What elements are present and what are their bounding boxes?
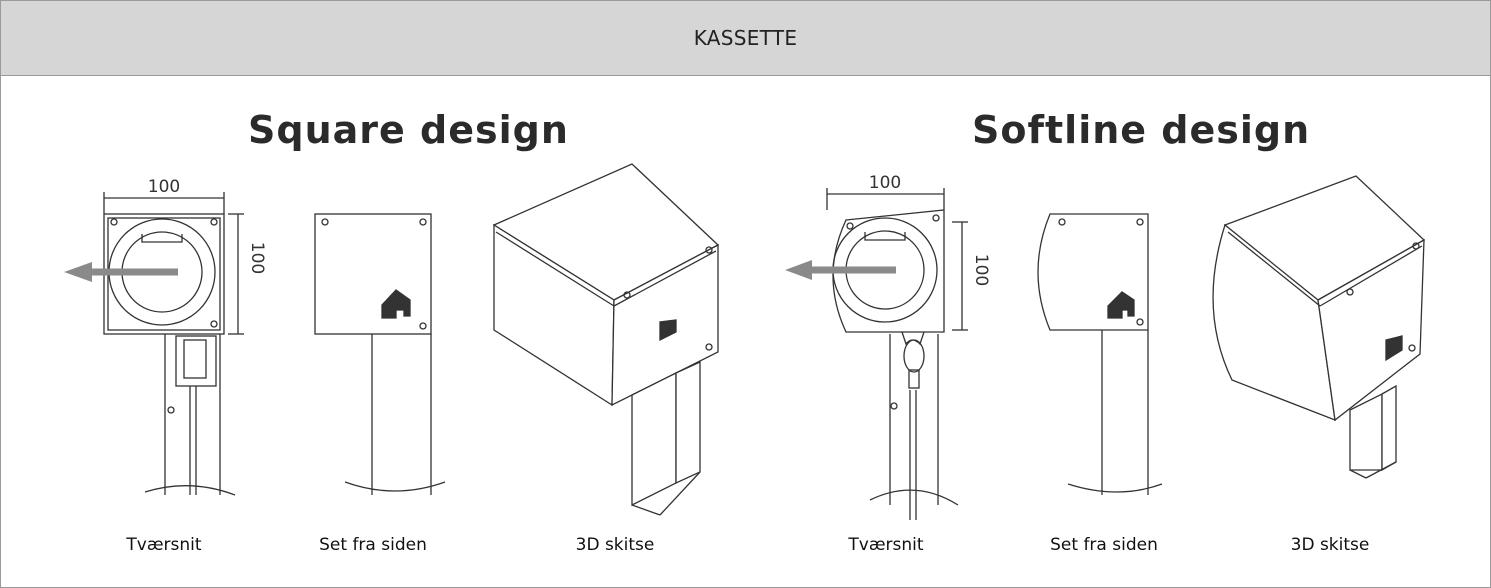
softline-side-view [1037, 213, 1163, 495]
house-logo-icon [381, 289, 411, 319]
softline-width-label: 100 [869, 173, 901, 193]
square-caption-set-fra-siden: Set fra siden [319, 535, 427, 555]
square-width-dimension: 100 [103, 177, 225, 214]
header-title: KASSETTE [693, 26, 798, 50]
softline-direction-arrow [785, 260, 896, 280]
square-side-view [314, 213, 446, 495]
softline-height-dimension: 100 [952, 221, 991, 331]
square-height-label: 100 [247, 242, 267, 274]
softline-caption-tvaersnit: Tværsnit [848, 535, 924, 555]
softline-caption-set-fra-siden: Set fra siden [1050, 535, 1158, 555]
softline-3d-sketch [1212, 175, 1426, 479]
square-height-dimension: 100 [228, 213, 267, 335]
square-cross-section: 100 100 [103, 177, 267, 496]
softline-cross-section: 100 100 [826, 173, 991, 520]
square-direction-arrow [64, 262, 178, 282]
softline-height-label: 100 [971, 254, 991, 286]
square-caption-tvaersnit: Tværsnit [126, 535, 202, 555]
square-width-label: 100 [148, 177, 180, 197]
header-bar: KASSETTE [1, 1, 1490, 76]
square-caption-3d-skitse: 3D skitse [575, 535, 655, 555]
softline-caption-3d-skitse: 3D skitse [1290, 535, 1370, 555]
square-3d-sketch [492, 163, 720, 516]
square-design-title: Square design [248, 108, 569, 152]
softline-house-logo-icon [1107, 291, 1135, 319]
softline-width-dimension: 100 [826, 173, 945, 210]
softline-design-title: Softline design [972, 108, 1311, 152]
